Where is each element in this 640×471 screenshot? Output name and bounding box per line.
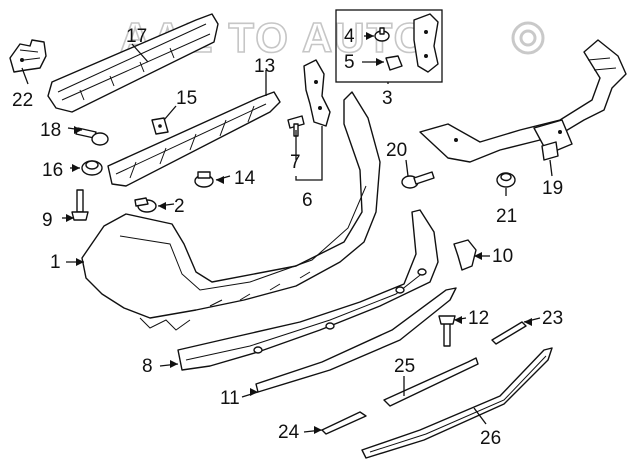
callout-24: 24 <box>278 422 300 443</box>
part-25-trim-strip <box>383 357 479 407</box>
callout-10: 10 <box>492 246 513 267</box>
part-8-lower-valance <box>177 209 439 371</box>
part-10-bracket <box>453 239 477 271</box>
callout-16: 16 <box>42 160 63 181</box>
callout-labels: 17 22 13 15 18 16 9 14 2 1 4 5 3 7 6 20 … <box>12 26 563 449</box>
callout-4: 4 <box>344 26 355 47</box>
part-12-bolt <box>438 315 456 347</box>
callout-20: 20 <box>386 140 407 161</box>
callout-5: 5 <box>344 52 355 73</box>
part-4-bolt <box>374 27 390 42</box>
callout-1: 1 <box>50 252 61 273</box>
callout-6: 6 <box>302 190 313 211</box>
callout-11: 11 <box>220 388 240 409</box>
callout-13: 13 <box>254 56 275 77</box>
part-17-reinforcement-beam <box>47 13 219 113</box>
callout-19: 19 <box>542 178 563 199</box>
part-15-clip <box>151 117 169 135</box>
callout-12: 12 <box>468 308 489 329</box>
arrowheads <box>66 32 532 434</box>
part-9-bolt <box>71 189 89 221</box>
callout-3: 3 <box>382 88 393 109</box>
callout-15: 15 <box>176 88 197 109</box>
callout-23: 23 <box>542 308 563 329</box>
part-23-small-trim <box>491 321 527 345</box>
callout-2: 2 <box>174 196 185 217</box>
callout-7: 7 <box>290 152 301 173</box>
part-16-nut <box>81 160 103 176</box>
part-19-tow-hitch <box>419 39 627 163</box>
part-6-side-bracket <box>303 59 331 127</box>
callout-14: 14 <box>234 168 256 189</box>
callout-8: 8 <box>142 356 153 377</box>
callout-25: 25 <box>394 356 415 377</box>
part-21-nut <box>496 172 516 188</box>
callout-18: 18 <box>40 120 61 141</box>
part-3-bracket-set <box>335 9 443 83</box>
part-11-trim-strip <box>255 287 457 393</box>
part-5-clip <box>385 55 403 71</box>
callout-26: 26 <box>480 428 501 449</box>
callout-9: 9 <box>42 210 53 231</box>
part-13-energy-absorber <box>107 91 281 187</box>
part-20-bolt <box>401 171 435 189</box>
part-24-small-trim <box>321 411 367 435</box>
part-14-bolt <box>194 171 214 188</box>
part-26-long-trim <box>361 347 553 459</box>
part-2-pin <box>134 197 157 213</box>
callout-17: 17 <box>126 26 147 47</box>
part-22-bracket <box>9 39 47 73</box>
callout-21: 21 <box>496 206 517 227</box>
part-1-bumper-cover <box>81 91 381 331</box>
callout-22: 22 <box>12 90 33 111</box>
